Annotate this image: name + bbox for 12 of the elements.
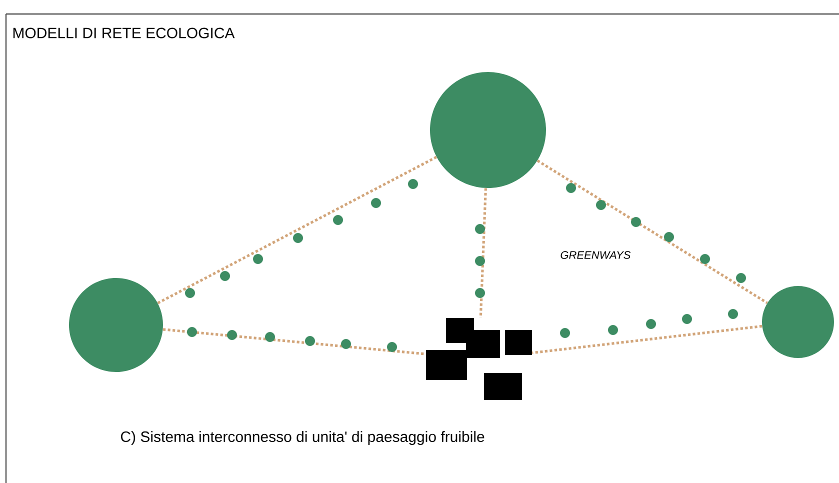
buildings-drawing <box>426 318 532 400</box>
habitat-circle <box>430 72 546 188</box>
habitat-circle <box>762 286 834 358</box>
dotted-path <box>479 188 488 318</box>
dotted-path <box>162 328 426 356</box>
dotted-path <box>532 324 762 354</box>
caption: C) Sistema interconnesso di unita' di paesaggio fruibile <box>120 431 484 445</box>
greenways-label: GREENWAYS <box>560 251 631 259</box>
habitat-circle <box>69 278 163 372</box>
title: MODELLI DI RETE ECOLOGICA <box>13 28 235 38</box>
dotted-path <box>157 156 438 304</box>
dotted-path <box>536 160 768 304</box>
